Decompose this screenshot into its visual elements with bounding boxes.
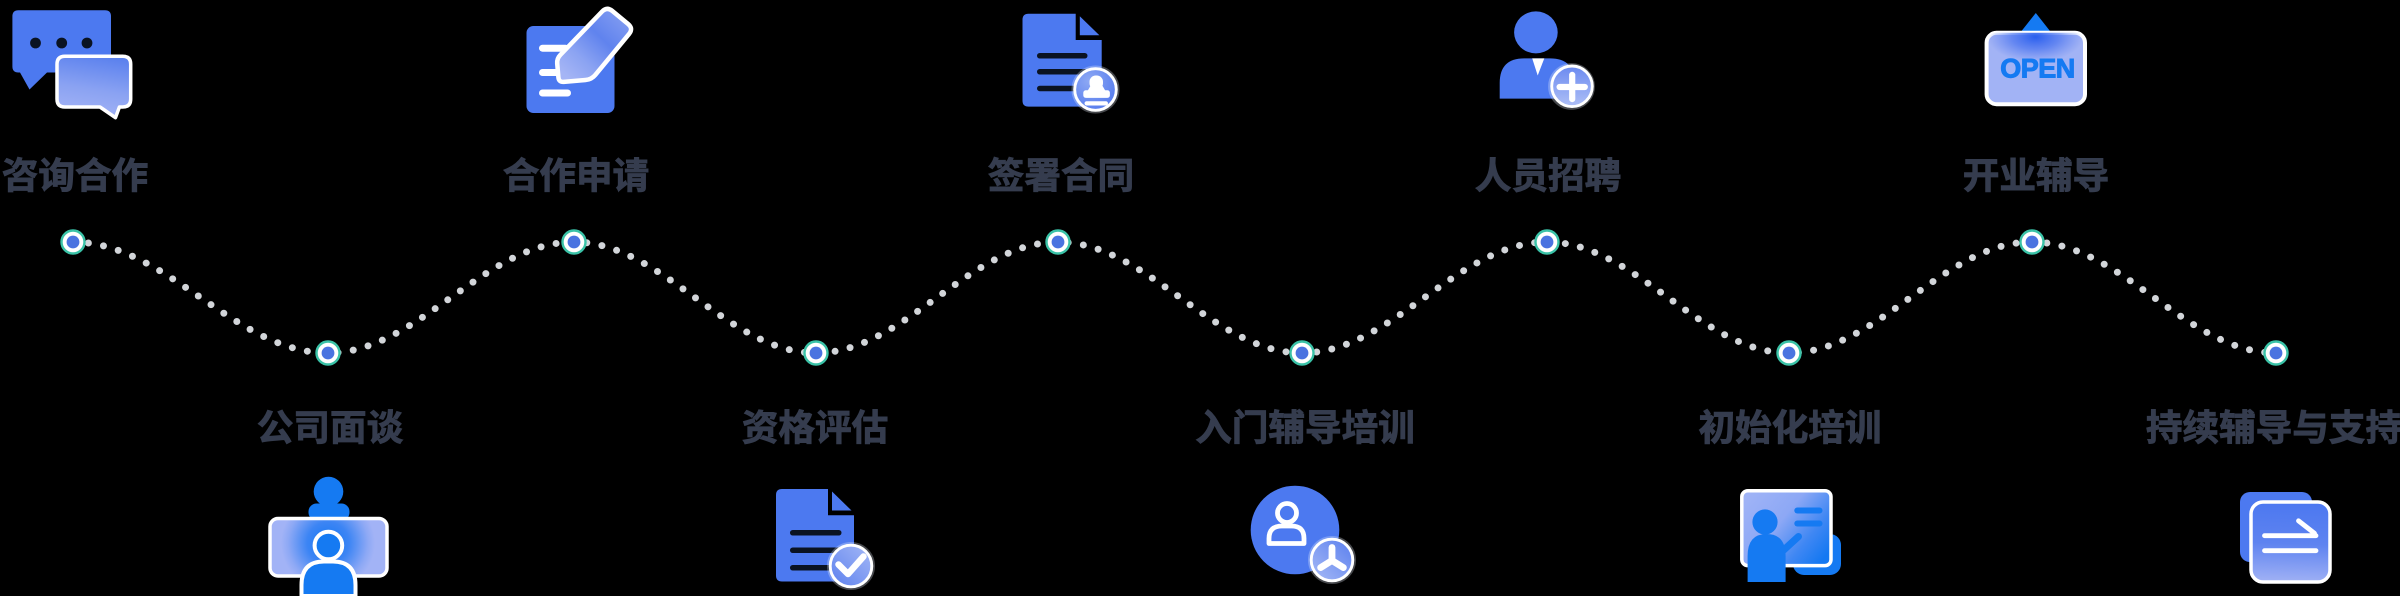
svg-text:OPEN: OPEN <box>2000 54 2075 84</box>
